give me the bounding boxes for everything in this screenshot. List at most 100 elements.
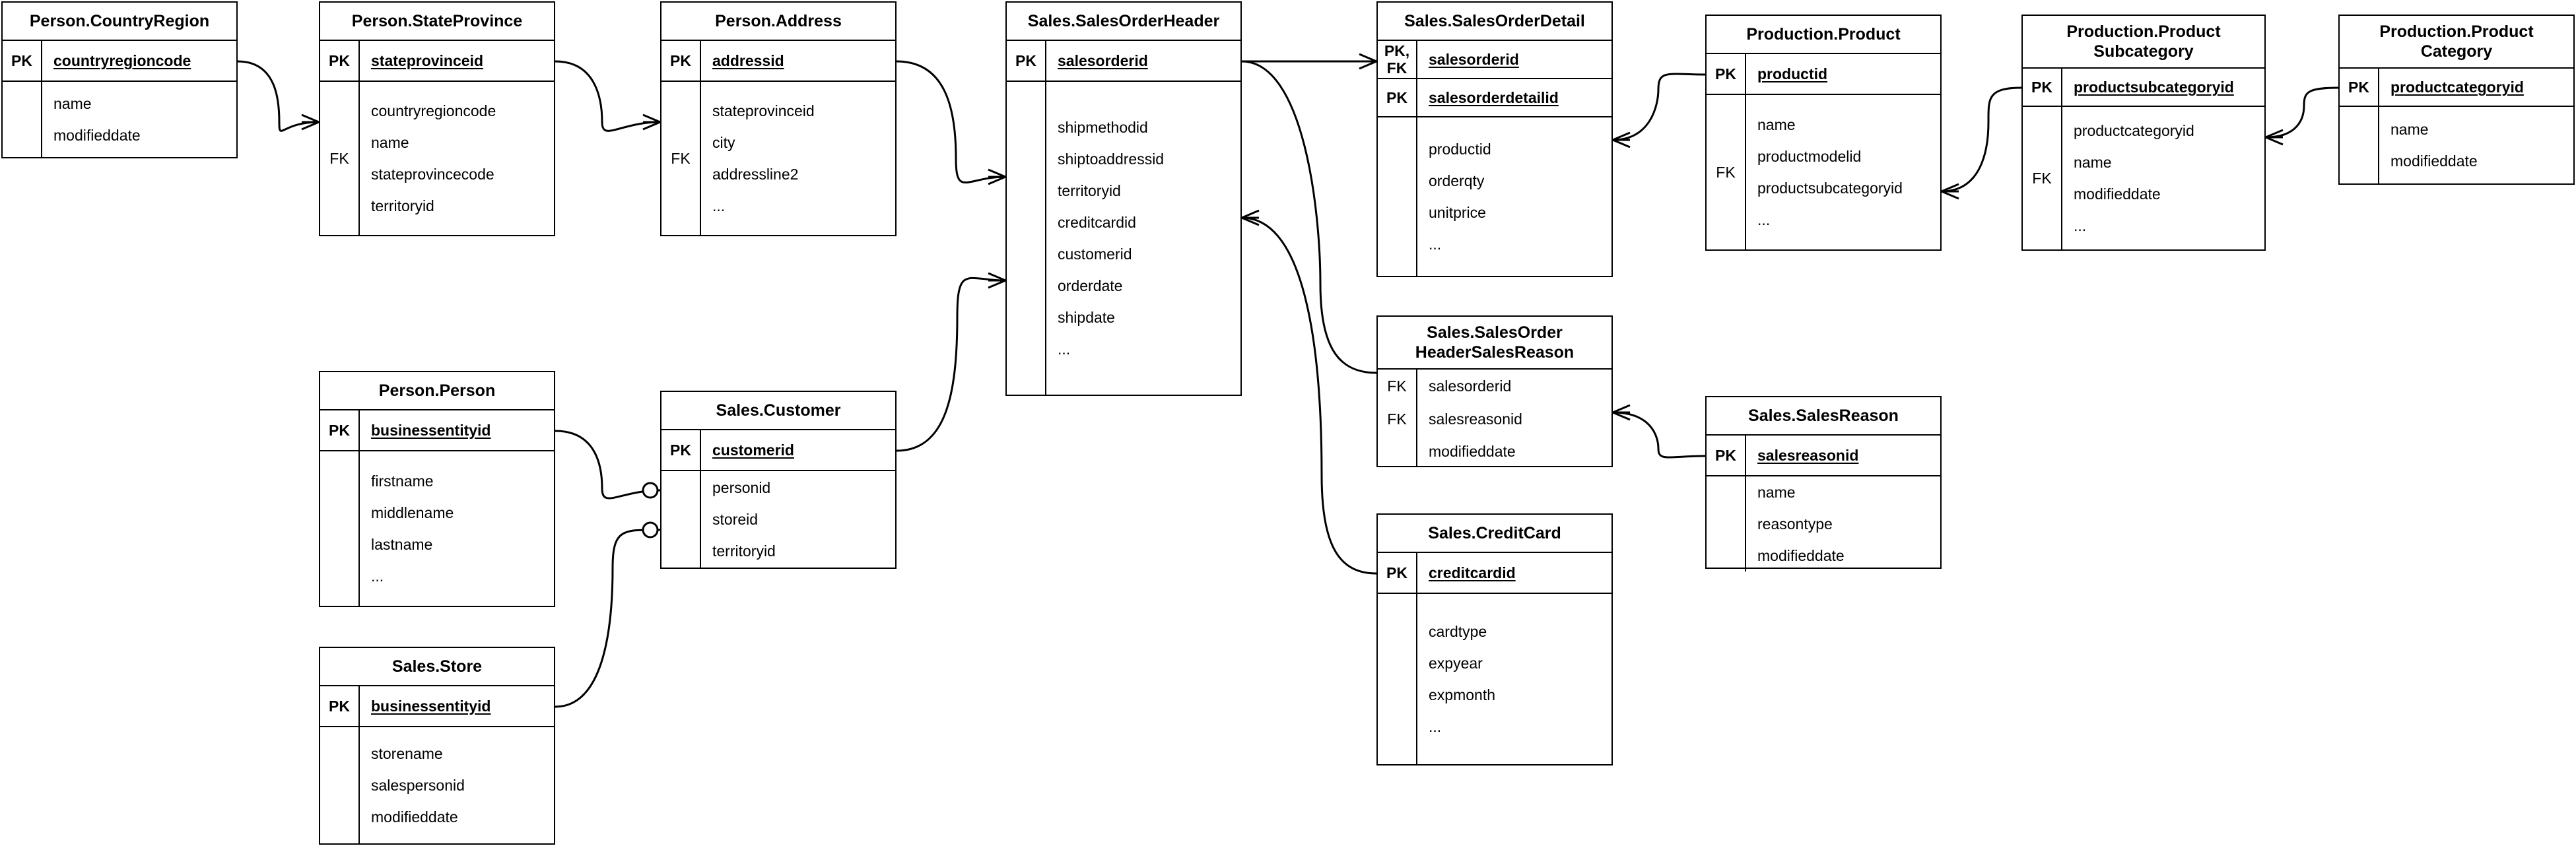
- attribute-list: salesorderid: [1417, 41, 1611, 78]
- primary-key-attribute: businessentityid: [371, 422, 491, 439]
- attribute: storeid: [712, 511, 759, 528]
- entity-title: Sales.SalesOrder HeaderSalesReason: [1378, 317, 1611, 370]
- primary-key-attribute: stateprovinceid: [371, 52, 483, 69]
- attribute: productmodelid: [1757, 148, 1862, 165]
- key-indicator-line: FK: [1716, 164, 1736, 181]
- entity-title: Sales.Customer: [661, 392, 895, 430]
- attribute-list: businessentityid: [360, 686, 554, 726]
- attribute: orderqty: [1429, 172, 1485, 189]
- key-indicator: PK: [1378, 79, 1417, 116]
- attribute-list: productsubcategoryid: [2062, 69, 2264, 106]
- attribute: modifieddate: [53, 127, 141, 144]
- attribute: lastname: [371, 536, 433, 553]
- attribute-group: modifieddate: [1378, 436, 1611, 467]
- attribute-list: addressid: [701, 41, 895, 81]
- key-indicator-line: PK: [2031, 79, 2052, 96]
- attribute-group: PK productsubcategoryid: [2023, 69, 2264, 107]
- attribute: countryregioncode: [371, 102, 496, 119]
- key-indicator: PK: [1007, 41, 1046, 81]
- attribute: ...: [1429, 718, 1442, 735]
- key-indicator-line: PK: [1386, 564, 1407, 581]
- key-indicator: PK: [661, 41, 701, 81]
- attribute: reasontype: [1757, 515, 1833, 533]
- primary-key-attribute: productsubcategoryid: [2074, 79, 2234, 96]
- key-indicator: [3, 82, 42, 157]
- attribute-list: salesorderid: [1046, 41, 1240, 81]
- attribute-list: countryregioncode: [42, 41, 236, 81]
- key-indicator-line: PK: [670, 441, 691, 459]
- attribute: unitprice: [1429, 204, 1486, 221]
- entity-title: Sales.SalesOrderDetail: [1378, 3, 1611, 41]
- attribute: addressline2: [712, 166, 799, 183]
- key-indicator: FK: [320, 82, 360, 235]
- key-indicator: FK: [2023, 107, 2062, 249]
- attribute: storename: [371, 745, 443, 762]
- attribute: expmonth: [1429, 686, 1496, 703]
- key-indicator-line: FK: [1387, 410, 1407, 428]
- key-indicator: [1378, 594, 1417, 764]
- entity-title: Sales.SalesOrderHeader: [1007, 3, 1240, 41]
- key-indicator: [661, 471, 701, 568]
- key-indicator-line: FK: [1386, 59, 1407, 77]
- attribute: ...: [1429, 236, 1442, 253]
- primary-key-attribute: productcategoryid: [2390, 79, 2524, 96]
- attribute-list: salesreasonid: [1746, 436, 1940, 475]
- primary-key-attribute: salesorderid: [1429, 51, 1519, 68]
- primary-key-attribute: businessentityid: [371, 698, 491, 715]
- key-indicator: PK,FK: [1378, 41, 1417, 78]
- key-indicator: PK: [1378, 553, 1417, 593]
- attribute-list: cardtype expyear expmonth...: [1417, 594, 1611, 764]
- attribute: cardtype: [1429, 623, 1487, 640]
- attribute: expyear: [1429, 655, 1483, 672]
- key-indicator-line: PK: [329, 422, 350, 439]
- relationship-rel-person-customer: [547, 422, 668, 500]
- key-indicator-line: FK: [329, 150, 349, 167]
- relationship-rel-salesorderheader-creditcard: [1241, 209, 1384, 582]
- entity-title: Person.StateProvince: [320, 3, 554, 41]
- attribute: creditcardid: [1058, 214, 1136, 231]
- key-indicator: PK: [320, 410, 360, 450]
- attribute-list: stateprovinceid: [360, 41, 554, 81]
- attribute-list: productid: [1746, 54, 1940, 94]
- relationship-rel-salesorderdetail-product: [1612, 66, 1713, 148]
- attribute: customerid: [1058, 245, 1132, 263]
- attribute: name: [371, 134, 409, 151]
- relationship-rel-stateprovince-address: [547, 53, 661, 132]
- attribute-list: modifieddate: [1417, 436, 1611, 467]
- key-indicator: FK: [661, 82, 701, 235]
